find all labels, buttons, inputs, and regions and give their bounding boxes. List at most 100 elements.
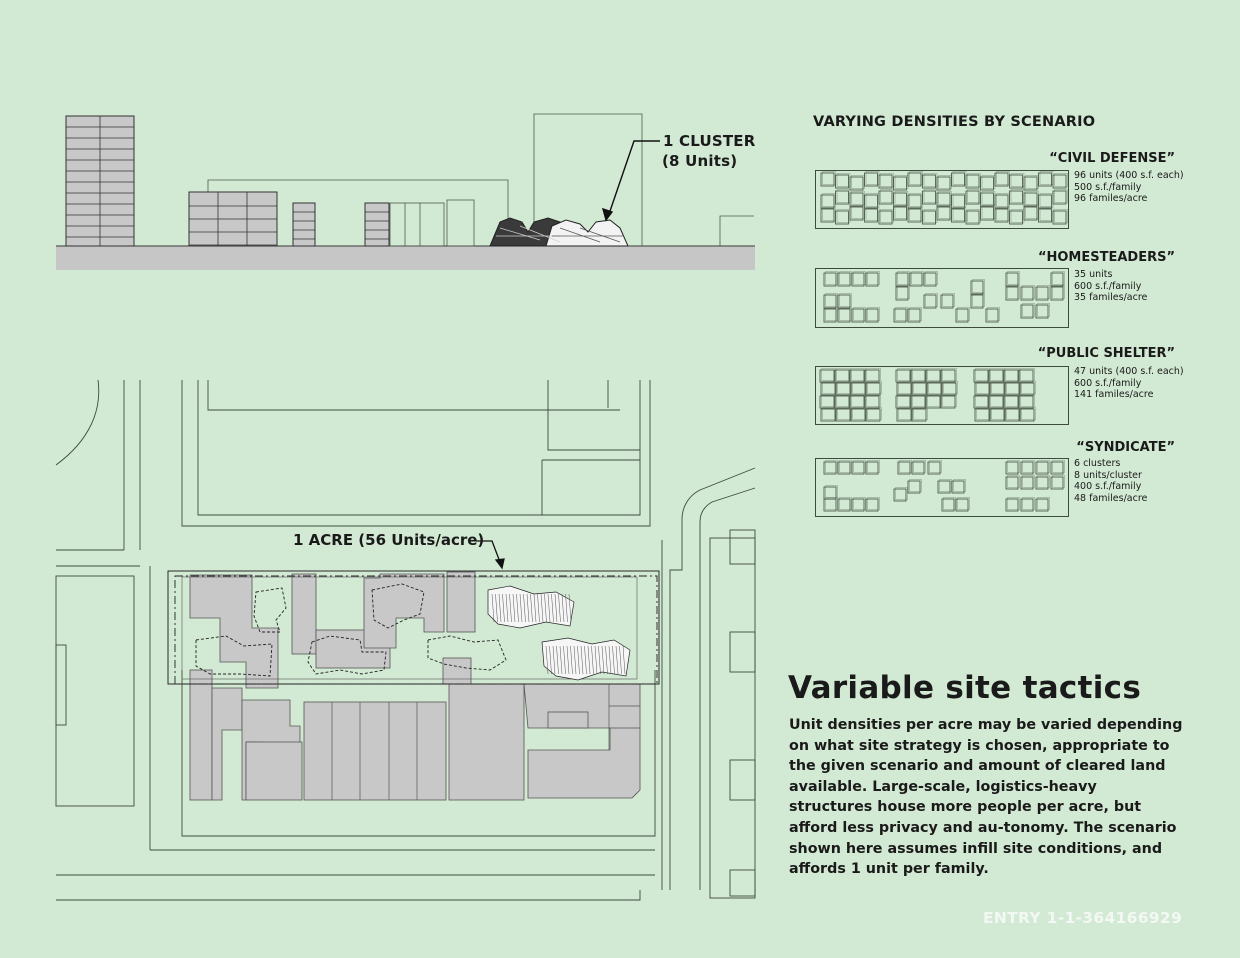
civil-defense-unit-edge (952, 171, 967, 185)
civil-defense-unit-edge (851, 175, 865, 189)
homestead-unit-edge (867, 271, 880, 285)
civil-defense-unit-edge (880, 189, 894, 203)
civil-defense-unit-edge (851, 205, 865, 219)
shelter-unit (820, 382, 836, 396)
syndicate-unit-edge (1052, 460, 1065, 473)
shelter-unit-edge (837, 407, 852, 420)
shelter-unit-edge (866, 368, 881, 381)
syndicate-unit-edge (839, 497, 852, 510)
homestead-unit (985, 308, 999, 323)
syndicate-unit (941, 498, 955, 512)
syndicate-unit-edge (1022, 460, 1035, 473)
syndicate-unit (955, 498, 969, 512)
shelter-unit (974, 382, 990, 396)
homestead-unit-edge (1037, 285, 1050, 299)
civil-defense-unit-edge (1054, 189, 1068, 203)
stat-density: 96 familes/acre (1074, 193, 1148, 205)
shelter-unit (895, 395, 911, 409)
shelter-unit-edge (821, 368, 836, 381)
cluster-units-plan-hatching (491, 593, 626, 675)
shelter-unit-edge (942, 394, 957, 407)
homestead-unit-edge (853, 307, 866, 321)
civil-defense-unit-edge (1010, 173, 1025, 187)
syndicate-unit-edge (953, 479, 966, 492)
syndicate-unit (897, 461, 911, 475)
civil-defense-unit-edge (996, 207, 1010, 221)
civil-defense-unit (980, 192, 994, 207)
shelter-unit-edge (897, 368, 912, 381)
civil-defense-unit (1009, 174, 1023, 189)
syndicate-unit-edge (899, 460, 912, 473)
civil-defense-unit (922, 174, 936, 189)
shelter-unit-edge (837, 381, 852, 394)
shelter-unit (849, 369, 865, 383)
syndicate-unit (951, 480, 965, 494)
syndicate-unit-edge (895, 487, 908, 500)
shelter-unit-edge (822, 381, 837, 394)
syndicate-unit (823, 498, 837, 512)
civil-defense-unit-edge (894, 205, 909, 219)
syndicate-unit (1005, 476, 1019, 490)
homestead-unit-edge (972, 279, 985, 293)
shelter-unit-edge (851, 368, 866, 381)
shelter-unit (1019, 408, 1035, 422)
civil-defense-unit-edge (981, 191, 996, 205)
civil-defense-unit (864, 208, 878, 223)
site-inner-setback (181, 576, 638, 680)
civil-defense-unit-edge (938, 205, 952, 219)
shelter-unit (819, 395, 835, 409)
shelter-unit-edge (912, 368, 927, 381)
civil-defense-unit (849, 176, 864, 191)
homestead-unit-edge (867, 307, 880, 321)
civil-defense-unit-edge (880, 173, 894, 187)
small-tower-b (364, 202, 390, 247)
cluster-label-title: 1 CLUSTER (663, 132, 756, 150)
stat-area: 600 s.f./family (1074, 377, 1142, 389)
civil-defense-unit-edge (1010, 209, 1025, 223)
civil-defense-unit-edge (851, 191, 865, 205)
shelter-unit-edge (1021, 407, 1036, 420)
civil-defense-unit (1038, 172, 1052, 187)
stat-units-per-cluster: 8 units/cluster (1074, 469, 1142, 481)
shelter-unit-edge (1021, 381, 1036, 394)
cluster-units (489, 217, 629, 247)
syndicate-unit (907, 480, 921, 494)
syndicate-unit-edge (825, 497, 838, 510)
shelter-unit (1003, 369, 1019, 383)
entry-number: ENTRY 1-1-364166929 (983, 909, 1183, 927)
syndicate-unit-plan (823, 460, 1065, 512)
shelter-unit (989, 382, 1005, 396)
civil-defense-unit (936, 176, 951, 191)
civil-defense-unit (922, 210, 936, 225)
homestead-unit (851, 272, 865, 287)
syndicate-unit (1020, 461, 1034, 475)
homestead-unit-edge (1007, 285, 1020, 299)
scenarios-heading: VARYING DENSITIES BY SCENARIO (813, 114, 1096, 130)
civil-defense-unit-plan (820, 171, 1068, 225)
shelter-unit (911, 382, 927, 396)
scenario-diagram-public-shelter (815, 366, 1069, 425)
shelter-unit (941, 382, 957, 396)
shelter-unit-edge (975, 368, 990, 381)
civil-defense-unit (1009, 190, 1023, 205)
shelter-unit-edge (912, 394, 927, 407)
scenario-name-public-shelter: “PUBLIC SHELTER” (1037, 346, 1175, 361)
stat-density: 48 familes/acre (1074, 492, 1148, 504)
shelter-unit-edge (975, 394, 990, 407)
syndicate-unit (1035, 476, 1049, 490)
shelter-unit (974, 408, 990, 422)
homestead-unit (823, 308, 837, 323)
civil-defense-unit (907, 172, 922, 187)
existing-buildings (189, 571, 641, 801)
homesteaders-unit-plan (823, 271, 1065, 323)
cluster-footprints-dashed (195, 583, 507, 677)
civil-defense-unit (878, 174, 893, 189)
civil-defense-unit (864, 172, 878, 187)
homestead-unit-edge (987, 307, 1000, 321)
civil-defense-unit (965, 210, 980, 225)
shelter-unit-edge (898, 381, 913, 394)
syndicate-unit (893, 488, 907, 502)
site-section-elevation (56, 113, 755, 270)
civil-defense-unit (820, 172, 835, 187)
civil-defense-unit (951, 172, 965, 187)
